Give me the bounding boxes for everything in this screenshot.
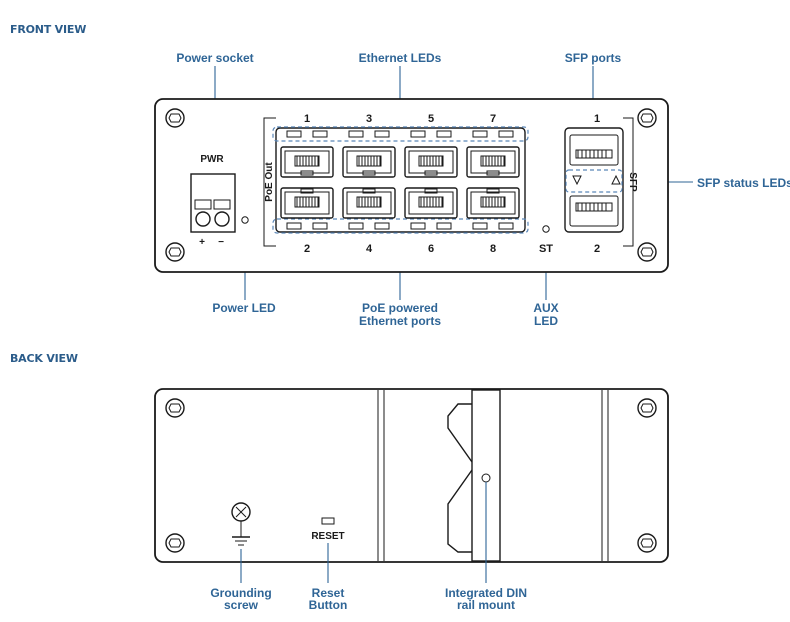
port-number-6: 6: [428, 243, 434, 255]
port-number-8: 8: [490, 243, 496, 255]
back-screw-bottom-left: [165, 533, 185, 553]
back-screw-bottom-right: [637, 533, 657, 553]
grounding-screw-label-line2: screw: [224, 598, 259, 612]
front-screw-top-left: [165, 108, 185, 128]
back-housing: [154, 388, 669, 563]
sfp-port-2: [569, 195, 619, 227]
ethernet-led-top-right-7: [498, 130, 514, 138]
sfp-number-2: 2: [594, 243, 600, 255]
back-leader-lines: [240, 482, 487, 583]
ethernet-led-top-right-3: [374, 130, 390, 138]
ethernet-led-row-bottom: [272, 218, 529, 234]
sfp-led-area: [565, 169, 623, 193]
ethernet-led-top-left-3: [348, 130, 364, 138]
plus-text: +: [199, 237, 205, 248]
ethernet-led-bottom-right-2: [312, 222, 328, 230]
ethernet-led-bottom-left-6: [410, 222, 426, 230]
ethernet-led-bottom-right-4: [374, 222, 390, 230]
sfp-status-leds-label: SFP status LEDs: [697, 176, 790, 190]
st-text: ST: [539, 243, 553, 255]
ethernet-led-bottom-right-6: [436, 222, 452, 230]
port-number-4: 4: [366, 243, 373, 255]
aux-led: [542, 225, 550, 233]
rj45-port-1: [280, 146, 334, 178]
front-screw-bottom-right: [637, 242, 657, 262]
ethernet-leds-label: Ethernet LEDs: [359, 51, 442, 65]
ethernet-port-block: [275, 127, 526, 233]
pwr-text: PWR: [200, 154, 224, 165]
ethernet-led-top-left-1: [286, 130, 302, 138]
ethernet-led-row-top: [272, 126, 529, 142]
rj45-port-6: [404, 187, 458, 219]
sfp-ports-label: SFP ports: [565, 51, 622, 65]
rj45-port-2: [280, 187, 334, 219]
reset-button-label-line2: Button: [309, 598, 348, 612]
power-led: [241, 216, 249, 224]
back-screw-top-right: [637, 398, 657, 418]
ethernet-led-bottom-left-2: [286, 222, 302, 230]
grounding-screw-label-line1: Grounding: [210, 586, 271, 600]
port-number-3: 3: [366, 113, 372, 125]
reset-button-label-line1: Reset: [312, 586, 345, 600]
reset-text: RESET: [311, 531, 344, 542]
aux-led-label-line2: LED: [534, 314, 558, 328]
power-socket-label: Power socket: [176, 51, 253, 65]
aux-led-label-line1: AUX: [533, 301, 558, 315]
ethernet-led-top-left-7: [472, 130, 488, 138]
front-housing: [154, 98, 669, 273]
sfp-led-up-arrow: [611, 174, 621, 185]
poe-ports-label-line1: PoE powered: [362, 301, 438, 315]
din-rail-label-line1: Integrated DIN: [445, 586, 527, 600]
sfp-led-down-arrow: [572, 175, 582, 186]
front-screw-top-right: [637, 108, 657, 128]
power-socket: [190, 173, 236, 233]
minus-text: −: [218, 237, 224, 248]
rj45-port-8: [466, 187, 520, 219]
ethernet-led-top-right-5: [436, 130, 452, 138]
sfp-cage: [564, 127, 624, 233]
reset-button[interactable]: [321, 517, 335, 525]
ethernet-led-bottom-left-8: [472, 222, 488, 230]
ethernet-led-bottom-right-8: [498, 222, 514, 230]
back-device: RESET: [154, 388, 669, 563]
port-number-5: 5: [428, 113, 434, 125]
port-number-1: 1: [304, 113, 310, 125]
ethernet-led-bottom-left-4: [348, 222, 364, 230]
rj45-ports: [280, 130, 520, 230]
port-number-7: 7: [490, 113, 496, 125]
ethernet-led-top-left-5: [410, 130, 426, 138]
port-number-2: 2: [304, 243, 310, 255]
poe-bracket: [263, 117, 276, 247]
rj45-port-7: [466, 146, 520, 178]
poe-out-text: PoE Out: [264, 162, 275, 202]
sfp-text: SFP: [627, 172, 638, 192]
front-screw-bottom-left: [165, 242, 185, 262]
sfp-port-1: [569, 134, 619, 166]
front-device: PWR + − PoE Out 1 3 5 7 2 4 6 8 ST: [154, 98, 669, 273]
ethernet-led-top-right-1: [312, 130, 328, 138]
din-rail-label-line2: rail mount: [457, 598, 515, 612]
front-view-heading: FRONT VIEW: [10, 23, 86, 36]
rj45-port-3: [342, 146, 396, 178]
sfp-number-1: 1: [594, 113, 600, 125]
rj45-port-4: [342, 187, 396, 219]
sfp-bracket: [623, 117, 634, 247]
grounding-screw: [231, 502, 251, 546]
rj45-port-5: [404, 146, 458, 178]
power-led-label: Power LED: [212, 301, 276, 315]
back-view-heading: BACK VIEW: [10, 352, 78, 365]
back-screw-top-left: [165, 398, 185, 418]
poe-ports-label-line2: Ethernet ports: [359, 314, 441, 328]
